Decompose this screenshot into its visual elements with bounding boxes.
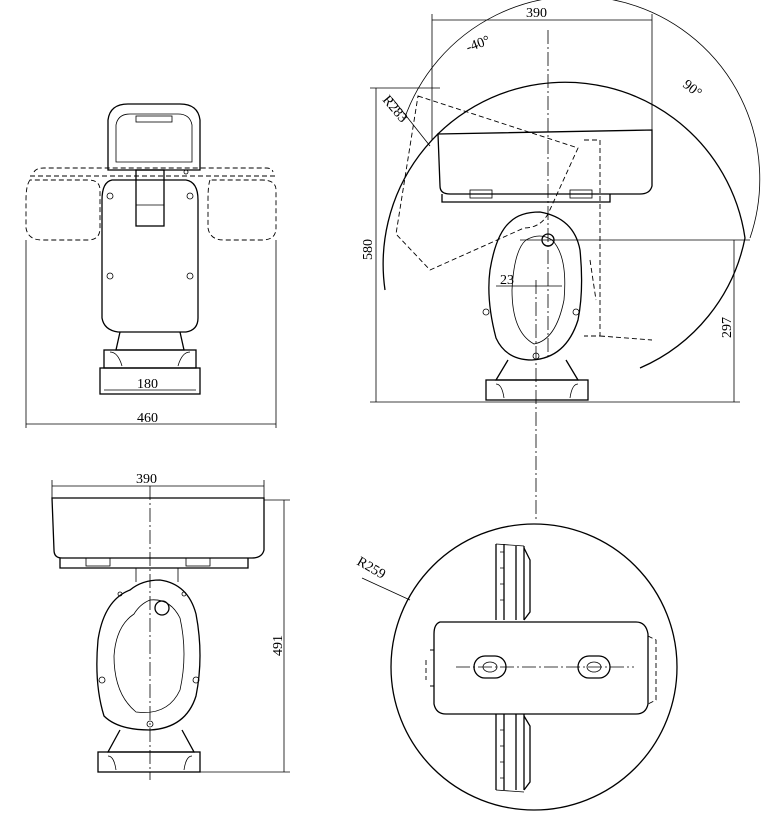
dim-rear-height: 491 <box>271 635 286 656</box>
dim-rear-width: 390 <box>136 472 157 487</box>
angle-tilt-down: 90° <box>680 77 705 101</box>
dim-front-overall-width: 460 <box>137 411 158 426</box>
top-view: R259 <box>354 523 678 811</box>
dim-top-radius: R259 <box>354 554 388 582</box>
dim-side-width: 390 <box>526 6 547 21</box>
dim-side-height: 580 <box>361 239 376 260</box>
angle-tilt-up: -40° <box>464 33 492 55</box>
dim-front-base-width: 180 <box>137 377 158 392</box>
dim-side-axis-height: 297 <box>720 317 735 338</box>
rear-view: 390 491 <box>51 472 290 780</box>
side-view: 390 -40° 90° R283 23 <box>361 0 761 520</box>
dim-side-offset: 23 <box>500 273 514 288</box>
dim-side-radius: R283 <box>379 93 410 126</box>
front-view: 180 460 <box>25 103 277 428</box>
